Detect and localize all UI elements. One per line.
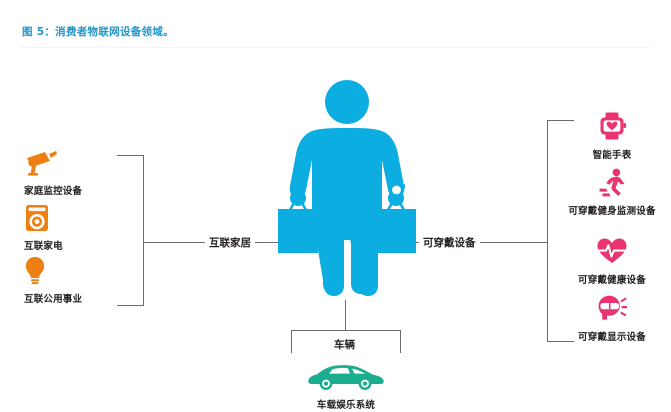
leaf-smartwatch: 智能手表 bbox=[552, 112, 671, 161]
leaf-smartwatch-label: 智能手表 bbox=[592, 150, 632, 161]
shopping-bag-left-icon bbox=[278, 193, 318, 253]
shopping-bag-right-icon bbox=[376, 193, 416, 253]
wearable-bracket-top-stub bbox=[547, 120, 574, 121]
branch-label-connected-home: 互联家居 bbox=[205, 235, 255, 252]
running-person-icon bbox=[552, 168, 671, 200]
wearable-bracket-bottom-stub bbox=[547, 341, 574, 342]
branch-label-wearables: 可穿戴设备 bbox=[419, 235, 480, 252]
leaf-in-car-entertainment-label: 车载娱乐系统 bbox=[316, 400, 376, 411]
leaf-home-utilities-label: 互联公用事业 bbox=[24, 294, 83, 305]
figure-title: 图 5：消费者物联网设备领域。 bbox=[22, 26, 174, 38]
leaf-display-wearable-label: 可穿戴显示设备 bbox=[578, 332, 646, 343]
vehicle-bracket-left-stub bbox=[291, 330, 292, 353]
leaf-fitness-tracker: 可穿戴健身监测设备 bbox=[552, 168, 671, 217]
central-consumer-figure bbox=[258, 78, 436, 312]
home-bracket-spine bbox=[143, 155, 144, 306]
branch-label-vehicle: 车辆 bbox=[330, 337, 359, 354]
vehicle-bracket-span bbox=[291, 330, 401, 331]
leaf-home-utilities: 互联公用事业 bbox=[24, 256, 144, 305]
car-icon bbox=[286, 362, 406, 394]
leaf-health-wearable: 可穿戴健康设备 bbox=[552, 237, 671, 286]
leaf-home-security: 家庭监控设备 bbox=[24, 148, 144, 197]
security-camera-icon bbox=[24, 148, 144, 180]
heart-pulse-icon bbox=[552, 237, 671, 269]
leaf-home-security-label: 家庭监控设备 bbox=[24, 186, 83, 197]
vr-headset-icon bbox=[552, 294, 671, 326]
vehicle-bracket-right-stub bbox=[400, 330, 401, 353]
wearable-bracket-spine bbox=[547, 120, 548, 342]
smartwatch-icon bbox=[552, 112, 671, 144]
washing-machine-icon bbox=[24, 203, 144, 235]
leaf-home-appliance: 互联家电 bbox=[24, 203, 144, 252]
home-bracket-top-stub bbox=[117, 155, 144, 156]
figure-title-band: 图 5：消费者物联网设备领域。 bbox=[0, 0, 671, 47]
person-head-icon bbox=[325, 80, 369, 124]
leaf-health-wearable-label: 可穿戴健康设备 bbox=[578, 275, 646, 286]
leaf-in-car-entertainment: 车载娱乐系统 bbox=[286, 362, 406, 411]
lightbulb-icon bbox=[24, 256, 144, 288]
wrist-watch-icon bbox=[388, 183, 405, 197]
title-divider bbox=[20, 47, 651, 48]
vehicle-branch-connector bbox=[345, 300, 346, 331]
leaf-home-appliance-label: 互联家电 bbox=[24, 241, 63, 252]
leaf-fitness-tracker-label: 可穿戴健身监测设备 bbox=[568, 206, 656, 217]
leaf-display-wearable: 可穿戴显示设备 bbox=[552, 294, 671, 343]
home-bracket-bottom-stub bbox=[117, 305, 144, 306]
